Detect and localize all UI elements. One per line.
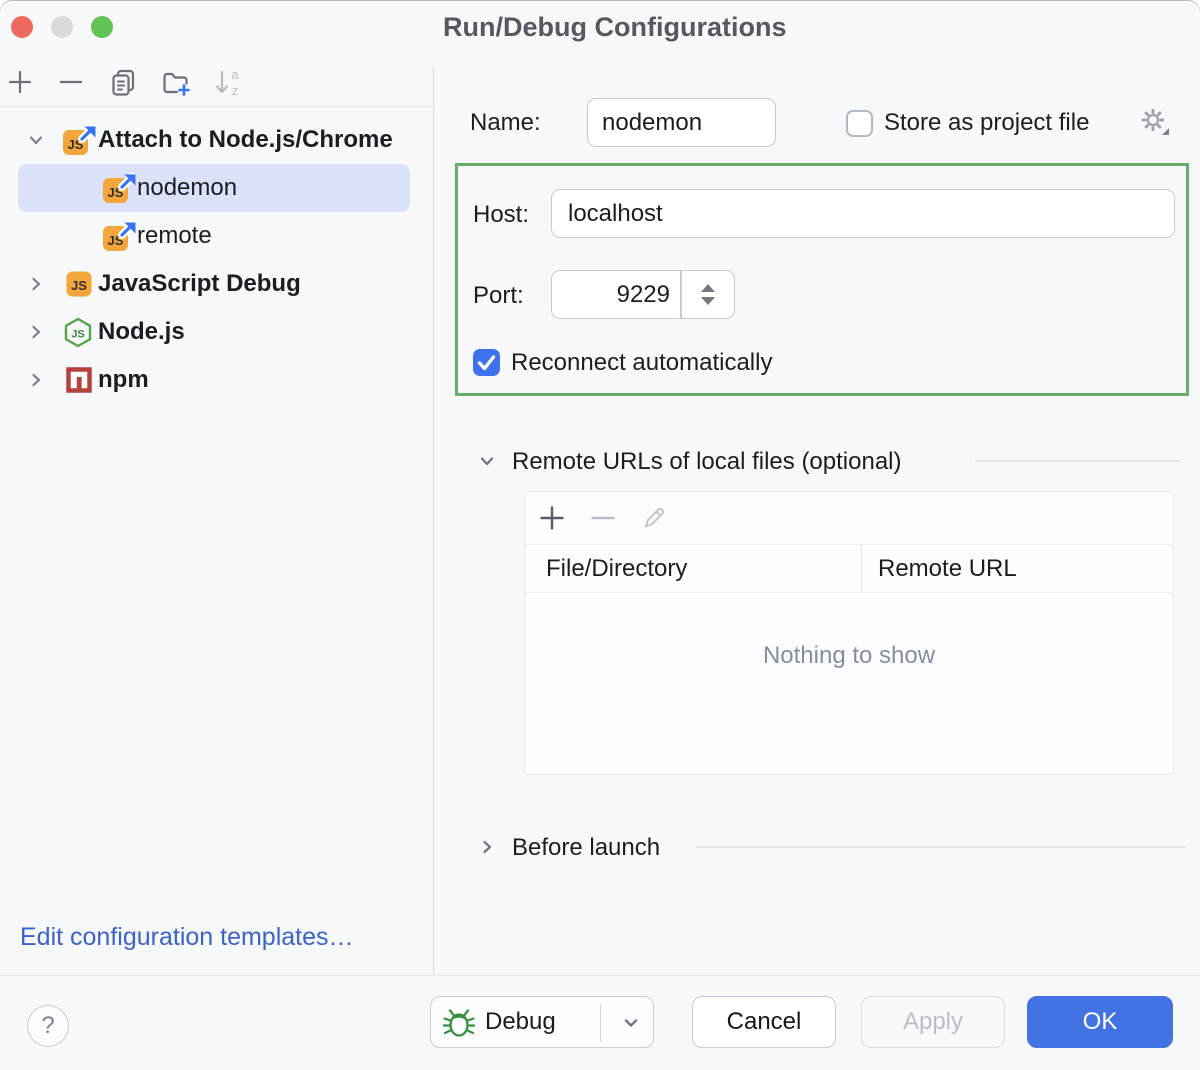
footer-separator [0,975,1200,976]
before-launch-section-title[interactable]: Before launch [512,834,661,861]
remove-configuration-button[interactable] [57,68,85,96]
selection-highlight [18,164,410,212]
tree-item-label: Attach to Node.js/Chrome [98,126,393,153]
toolbar-separator [0,106,434,107]
tree-item-nodemon[interactable]: JS nodemon [0,164,433,212]
tree-item-label: Node.js [98,318,185,345]
table-edit-button[interactable] [640,504,668,532]
debug-button-label: Debug [485,1008,556,1035]
reconnect-label: Reconnect automatically [511,349,773,376]
npm-icon [66,367,92,393]
before-launch-chevron-right-icon[interactable] [477,837,497,857]
traffic-light-zoom[interactable] [91,16,113,38]
svg-text:JS: JS [71,329,84,341]
table-toolbar-separator [525,544,1173,545]
plus-icon [8,70,32,94]
svg-text:a: a [231,68,239,82]
apply-button[interactable]: Apply [861,996,1005,1048]
store-settings-button[interactable] [1137,104,1173,140]
add-configuration-button[interactable] [6,68,34,96]
tree-item-attach-to-nodejs-chrome[interactable]: JS Attach to Node.js/Chrome [0,116,433,164]
chevron-right-icon[interactable] [26,356,46,404]
table-header-separator [525,592,1173,593]
minus-icon [591,516,615,520]
panel-divider [433,66,434,975]
pencil-icon [645,507,665,528]
port-stepper[interactable] [682,271,735,318]
new-folder-icon [163,72,190,96]
table-empty-text: Nothing to show [762,642,936,669]
store-as-project-file-checkbox[interactable] [846,110,873,137]
ok-button[interactable]: OK [1027,996,1173,1048]
table-add-button[interactable] [538,504,566,532]
js-attach-icon: JS [62,124,98,156]
new-folder-button[interactable] [161,68,191,98]
port-spinner [551,270,735,319]
reconnect-checkbox[interactable] [473,349,500,376]
tree-item-label: JavaScript Debug [98,270,301,297]
dialog-title: Run/Debug Configurations [443,12,787,42]
remote-urls-section-line [975,460,1180,462]
cancel-button-label: Cancel [726,1008,802,1035]
js-attach-icon: JS [102,172,138,204]
js-icon: JS [66,271,92,297]
name-label: Name: [470,109,541,136]
store-as-project-file-label: Store as project file [884,109,1090,136]
plus-icon [540,506,564,530]
table-remove-button[interactable] [589,504,617,532]
svg-text:z: z [232,83,239,98]
tree-item-nodejs[interactable]: JS Node.js [0,308,433,356]
checkmark-icon [477,355,496,371]
port-label: Port: [473,282,524,309]
column-divider[interactable] [861,545,862,592]
port-input[interactable] [552,271,680,318]
copy-icon [112,69,135,96]
before-launch-section-line [696,846,1185,848]
minus-icon [59,80,83,84]
cancel-button[interactable]: Cancel [692,996,836,1048]
stepper-up-down-icon [700,283,715,305]
name-input[interactable] [587,98,776,147]
gear-icon [1141,108,1169,135]
tree-item-label: nodemon [137,174,238,201]
column-header-remote-url[interactable]: Remote URL [878,555,1017,582]
copy-configuration-button[interactable] [109,68,137,96]
sort-az-icon: a z [215,68,239,98]
tree-item-npm[interactable]: npm [0,356,433,404]
chevron-right-icon[interactable] [26,308,46,356]
sort-configurations-button[interactable]: a z [213,68,243,98]
chevron-down-icon[interactable] [26,116,46,164]
edit-configuration-templates-link[interactable]: Edit configuration templates… [20,923,354,951]
help-button[interactable]: ? [27,1005,69,1047]
tree-item-label: remote [137,222,212,249]
apply-button-label: Apply [902,1008,964,1035]
debug-split-divider [600,1004,601,1042]
tree-item-label: npm [98,366,149,393]
remote-urls-table: File/Directory Remote URL Nothing to sho… [524,491,1174,775]
connection-settings-group [455,163,1189,396]
help-question-mark: ? [41,1012,55,1039]
nodejs-icon: JS [63,317,93,348]
host-input[interactable] [551,189,1175,238]
traffic-light-minimize[interactable] [51,16,73,38]
debug-dropdown-chevron-icon[interactable] [615,1011,647,1035]
traffic-light-close[interactable] [11,16,33,38]
bug-icon [443,1005,475,1039]
port-stepper-divider [680,271,682,318]
chevron-right-icon[interactable] [26,260,46,308]
remote-urls-chevron-down-icon[interactable] [477,451,497,471]
debug-split-button[interactable]: Debug [430,996,654,1048]
tree-item-remote[interactable]: JS remote [0,212,433,260]
remote-urls-section-title[interactable]: Remote URLs of local files (optional) [512,448,902,475]
ok-button-label: OK [1082,1008,1118,1035]
js-attach-icon: JS [102,220,138,252]
column-header-file-directory[interactable]: File/Directory [546,555,688,582]
tree-item-javascript-debug[interactable]: JS JavaScript Debug [0,260,433,308]
host-label: Host: [473,201,530,228]
svg-text:JS: JS [71,278,87,293]
